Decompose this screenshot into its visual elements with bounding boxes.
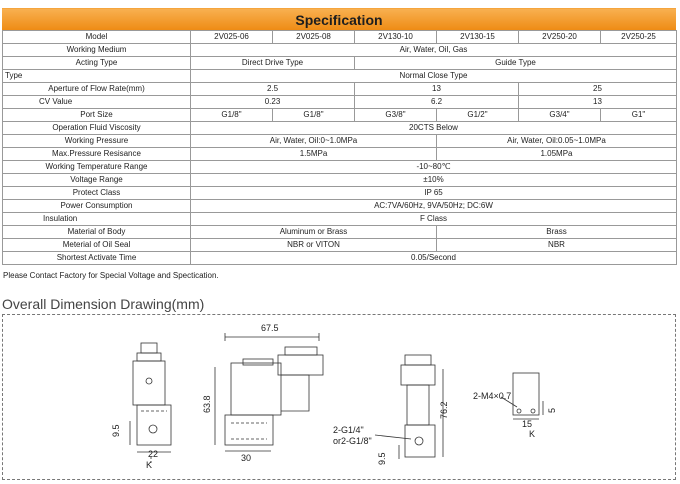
model-cell: 2V025-08: [272, 30, 355, 44]
port-cell: G1/2": [436, 108, 519, 122]
dim-label: 22: [148, 449, 158, 459]
value-cell: 2.5: [190, 82, 355, 96]
table-row: Type Normal Close Type: [2, 69, 677, 83]
port-cell: G1": [600, 108, 677, 122]
model-cell: 2V250-20: [518, 30, 601, 44]
table-row: Working Temperature Range -10~80℃: [2, 160, 677, 174]
row-label: Working Pressure: [2, 134, 191, 148]
value-cell: F Class: [190, 212, 677, 226]
dimension-drawing: 9.5 22 K 67.5 63.8 30: [111, 323, 557, 470]
row-label: Operation Fluid Viscosity: [2, 121, 191, 135]
row-label: Working Temperature Range: [2, 160, 191, 174]
dim-label: K: [529, 429, 535, 439]
dimension-title: Overall Dimension Drawing(mm): [2, 296, 205, 312]
table-row: CV Value 0.23 6.2 13: [2, 95, 677, 109]
row-label: Type: [2, 69, 191, 83]
table-row: Working Medium Air, Water, Oil, Gas: [2, 43, 677, 57]
row-label: Model: [2, 30, 191, 44]
front-view: [129, 342, 172, 465]
value-cell: 1.05MPa: [436, 147, 677, 161]
model-cell: 2V130-15: [436, 30, 519, 44]
specification-table: Model 2V025-06 2V025-08 2V130-10 2V130-1…: [2, 30, 677, 265]
row-label: Material of Body: [2, 225, 191, 239]
row-label: Acting Type: [2, 56, 191, 70]
dim-label: 9.5: [111, 424, 121, 437]
value-cell: ±10%: [190, 173, 677, 187]
table-row: Acting Type Direct Drive Type Guide Type: [2, 56, 677, 70]
value-cell: Aluminum or Brass: [190, 225, 437, 239]
row-label: CV Value: [2, 95, 191, 109]
dim-label: 76.2: [439, 401, 449, 419]
table-row: Material of Body Aluminum or Brass Brass: [2, 225, 677, 239]
port-cell: G1/8": [272, 108, 355, 122]
dim-label: 30: [241, 453, 251, 463]
table-row: Power Consumption AC:7VA/60Hz, 9VA/50Hz;…: [2, 199, 677, 213]
row-label: Port Size: [2, 108, 191, 122]
value-cell: Brass: [436, 225, 677, 239]
value-cell: NBR or VITON: [190, 238, 437, 252]
dim-label: K: [146, 460, 152, 470]
table-row: Aperture of Flow Rate(mm) 2.5 13 25: [2, 82, 677, 96]
value-cell: NBR: [436, 238, 677, 252]
value-cell: AC:7VA/60Hz, 9VA/50Hz; DC:6W: [190, 199, 677, 213]
table-row: Insulation F Class: [2, 212, 677, 226]
value-cell: 0.23: [190, 95, 355, 109]
dim-label: 2-M4×0.7: [473, 391, 511, 401]
value-cell: Air, Water, Oil, Gas: [190, 43, 677, 57]
value-cell: 13: [518, 95, 677, 109]
port-cell: G1/8": [190, 108, 273, 122]
dim-label: 15: [522, 419, 532, 429]
value-cell: 6.2: [354, 95, 519, 109]
value-cell: 25: [518, 82, 677, 96]
table-row: Meterial of Oil Seal NBR or VITON NBR: [2, 238, 677, 252]
row-label: Meterial of Oil Seal: [2, 238, 191, 252]
row-label: Max.Pressure Resisance: [2, 147, 191, 161]
value-cell: Air, Water, Oil:0.05~1.0MPa: [436, 134, 677, 148]
value-cell: Direct Drive Type: [190, 56, 355, 70]
table-row: Max.Pressure Resisance 1.5MPa 1.05MPa: [2, 147, 677, 161]
table-row: Protect Class IP 65: [2, 186, 677, 200]
value-cell: Guide Type: [354, 56, 677, 70]
value-cell: IP 65: [190, 186, 677, 200]
row-label: Protect Class: [2, 186, 191, 200]
table-row: Operation Fluid Viscosity 20CTS Below: [2, 121, 677, 135]
row-label: Working Medium: [2, 43, 191, 57]
model-cell: 2V130-10: [354, 30, 437, 44]
narrow-view: [398, 354, 444, 459]
row-label: Insulation: [2, 212, 191, 226]
value-cell: 20CTS Below: [190, 121, 677, 135]
value-cell: 13: [354, 82, 519, 96]
row-label: Aperture of Flow Rate(mm): [2, 82, 191, 96]
port-cell: G3/8": [354, 108, 437, 122]
row-label: Power Consumption: [2, 199, 191, 213]
model-cell: 2V025-06: [190, 30, 273, 44]
table-row: Voltage Range ±10%: [2, 173, 677, 187]
row-label: Voltage Range: [2, 173, 191, 187]
side-view: [214, 333, 324, 452]
value-cell: -10~80℃: [190, 160, 677, 174]
bottom-view: [512, 372, 544, 420]
dim-label: or2-G1/8": [333, 436, 372, 446]
specification-banner: Specification: [2, 8, 676, 31]
value-cell: 0.05/Second: [190, 251, 677, 265]
table-row: Model 2V025-06 2V025-08 2V130-10 2V130-1…: [2, 30, 677, 44]
value-cell: 1.5MPa: [190, 147, 437, 161]
specification-title: Specification: [295, 12, 383, 28]
dim-label: 9.5: [377, 452, 387, 465]
dim-label: 63.8: [202, 395, 212, 413]
dim-label: 2-G1/4": [333, 425, 364, 435]
model-cell: 2V250-25: [600, 30, 677, 44]
table-row: Working Pressure Air, Water, Oil:0~1.0MP…: [2, 134, 677, 148]
dim-label: 67.5: [261, 323, 279, 333]
value-cell: Normal Close Type: [190, 69, 677, 83]
table-row: Port Size G1/8" G1/8" G3/8" G1/2" G3/4" …: [2, 108, 677, 122]
table-row: Shortest Activate Time 0.05/Second: [2, 251, 677, 265]
footnote: Please Contact Factory for Special Volta…: [3, 271, 219, 280]
row-label: Shortest Activate Time: [2, 251, 191, 265]
value-cell: Air, Water, Oil:0~1.0MPa: [190, 134, 437, 148]
port-cell: G3/4": [518, 108, 601, 122]
dim-label: 5: [547, 408, 557, 413]
dimension-drawing-frame: 9.5 22 K 67.5 63.8 30: [2, 314, 676, 480]
